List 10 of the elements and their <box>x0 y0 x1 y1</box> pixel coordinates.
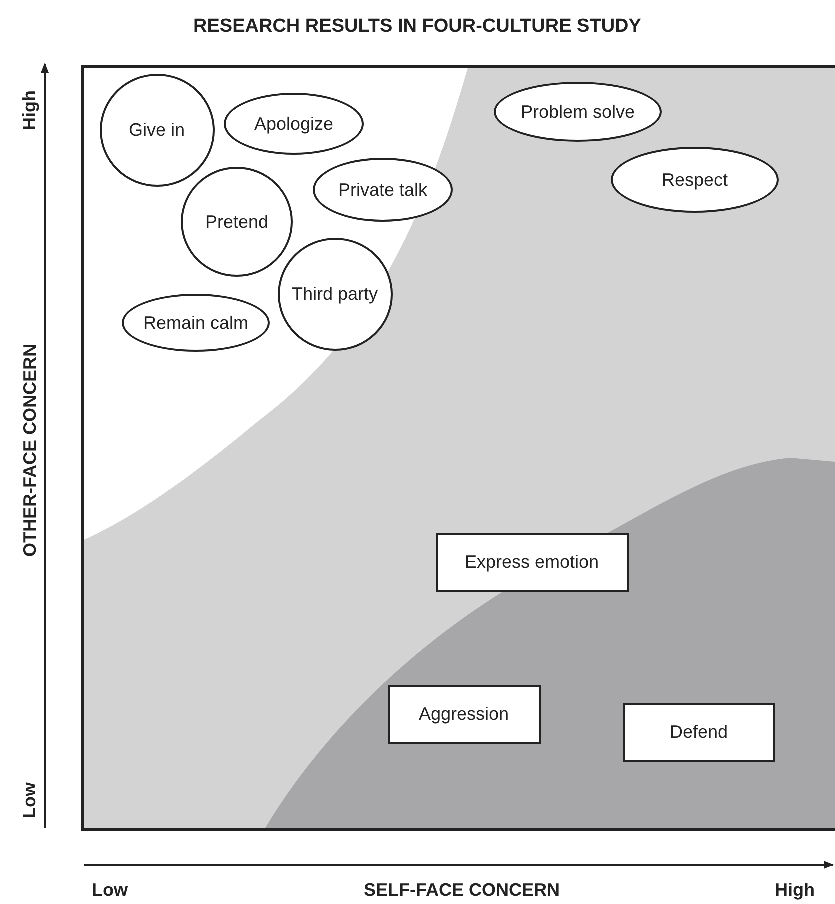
chart-title: RESEARCH RESULTS IN FOUR-CULTURE STUDY <box>192 16 642 38</box>
strategy-box: Defend <box>623 702 775 762</box>
axis-end-label: Low <box>20 782 40 818</box>
strategy-box: Aggression <box>388 684 540 744</box>
strategy-box: Express emotion <box>436 532 628 592</box>
x-axis-title: SELF-FACE CONCERN <box>364 880 560 900</box>
axis-end-label: High <box>775 880 815 900</box>
axis-end-label: High <box>20 90 40 130</box>
axis-end-label: Low <box>92 880 128 900</box>
y-axis-title: OTHER-FACE CONCERN <box>20 344 40 556</box>
